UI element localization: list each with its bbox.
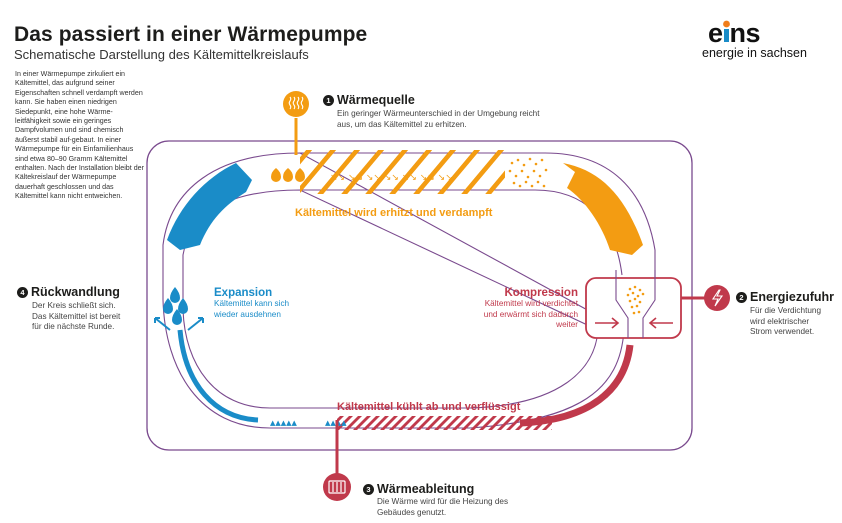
return-flow-arrow bbox=[167, 163, 252, 250]
evaporator-coil bbox=[300, 150, 505, 194]
vapor-dots bbox=[508, 157, 548, 188]
compressor-box bbox=[585, 277, 682, 339]
step-number-badge: 1 bbox=[323, 94, 334, 106]
process-description: Kältemittel kann sich wieder ausdehnen bbox=[214, 299, 290, 319]
process-title: Kompression bbox=[504, 287, 579, 299]
logo-tagline: energie in sachsen bbox=[702, 46, 807, 60]
condenser-coil bbox=[337, 416, 552, 430]
step-number-badge: 2 bbox=[736, 291, 747, 303]
compressor-funnel bbox=[615, 270, 656, 338]
flow-label-cold: Kältemittel kühlt ab und verflüssigt bbox=[337, 401, 521, 413]
hot-flow-arrow bbox=[563, 163, 643, 255]
logo-i-glyph bbox=[722, 18, 730, 48]
condenser-pipe bbox=[519, 344, 634, 427]
energy-badge bbox=[704, 285, 730, 311]
heat-arrows: ↘↘ ↘↘ ↘↘ ↘↘ ↘↘ ↘↘ ↘↘ bbox=[330, 173, 453, 183]
process-description: Kältemittel wird verdichtet und erwärmt … bbox=[483, 299, 578, 329]
step-description: Die Wärme wird für die Heizung des Gebäu… bbox=[377, 497, 509, 517]
compressed-dots bbox=[626, 285, 645, 315]
heat-pump-housing bbox=[146, 140, 693, 451]
step-description: Für die Verdichtung wird elektrischer St… bbox=[750, 306, 822, 336]
compression-label: Kompression Kältemittel wird verdichtet … bbox=[470, 287, 578, 331]
expansion-pipe bbox=[177, 329, 259, 423]
intro-text: In einer Wärmepumpe zirkuliert ein Kälte… bbox=[15, 70, 144, 201]
radiator-icon bbox=[328, 480, 346, 494]
expansion-label: Expansion Kältemittel kann sich wieder a… bbox=[214, 287, 309, 320]
page-title: Das passiert in einer Wärmepumpe bbox=[14, 23, 368, 46]
svg-text:↘↘ ↘↘ ↘↘ ↘↘ ↘↘ ↘↘ ↘↘: ↘↘ ↘↘ ↘↘ ↘↘ ↘↘ ↘↘ ↘↘ bbox=[330, 173, 453, 183]
step-title: Rückwandlung bbox=[31, 285, 120, 299]
step-title: Wärmequelle bbox=[337, 93, 415, 107]
heat-source-badge bbox=[283, 91, 309, 117]
step-number-badge: 4 bbox=[17, 286, 28, 298]
step-description: Ein geringer Wärmeunterschied in der Umg… bbox=[337, 109, 540, 129]
heat-waves-icon bbox=[288, 96, 304, 110]
step-title: Wärmeableitung bbox=[377, 482, 475, 496]
step-number-badge: 3 bbox=[363, 483, 374, 495]
eins-logo: e ns energie in sachsen bbox=[702, 18, 822, 66]
page-subtitle: Schematische Darstellung des Kältemittel… bbox=[14, 47, 309, 62]
process-title: Expansion bbox=[214, 287, 273, 299]
pipe-outer-wall bbox=[162, 152, 656, 429]
expansion-valve bbox=[163, 287, 188, 325]
lightning-icon bbox=[711, 289, 724, 307]
expansion-arrows bbox=[154, 317, 204, 331]
liquid-drops-hot bbox=[271, 168, 305, 182]
logo-wordmark: e ns bbox=[708, 18, 761, 48]
compression-arrows bbox=[595, 317, 673, 329]
flow-label-hot: Kältemittel wird erhitzt und verdampft bbox=[295, 207, 493, 219]
step-title: Energiezufuhr bbox=[750, 290, 835, 304]
svg-text:▲▲▲▲▲: ▲▲▲▲▲ bbox=[270, 419, 298, 427]
step-description: Der Kreis schließt sich. Das Kältemittel… bbox=[32, 301, 121, 331]
